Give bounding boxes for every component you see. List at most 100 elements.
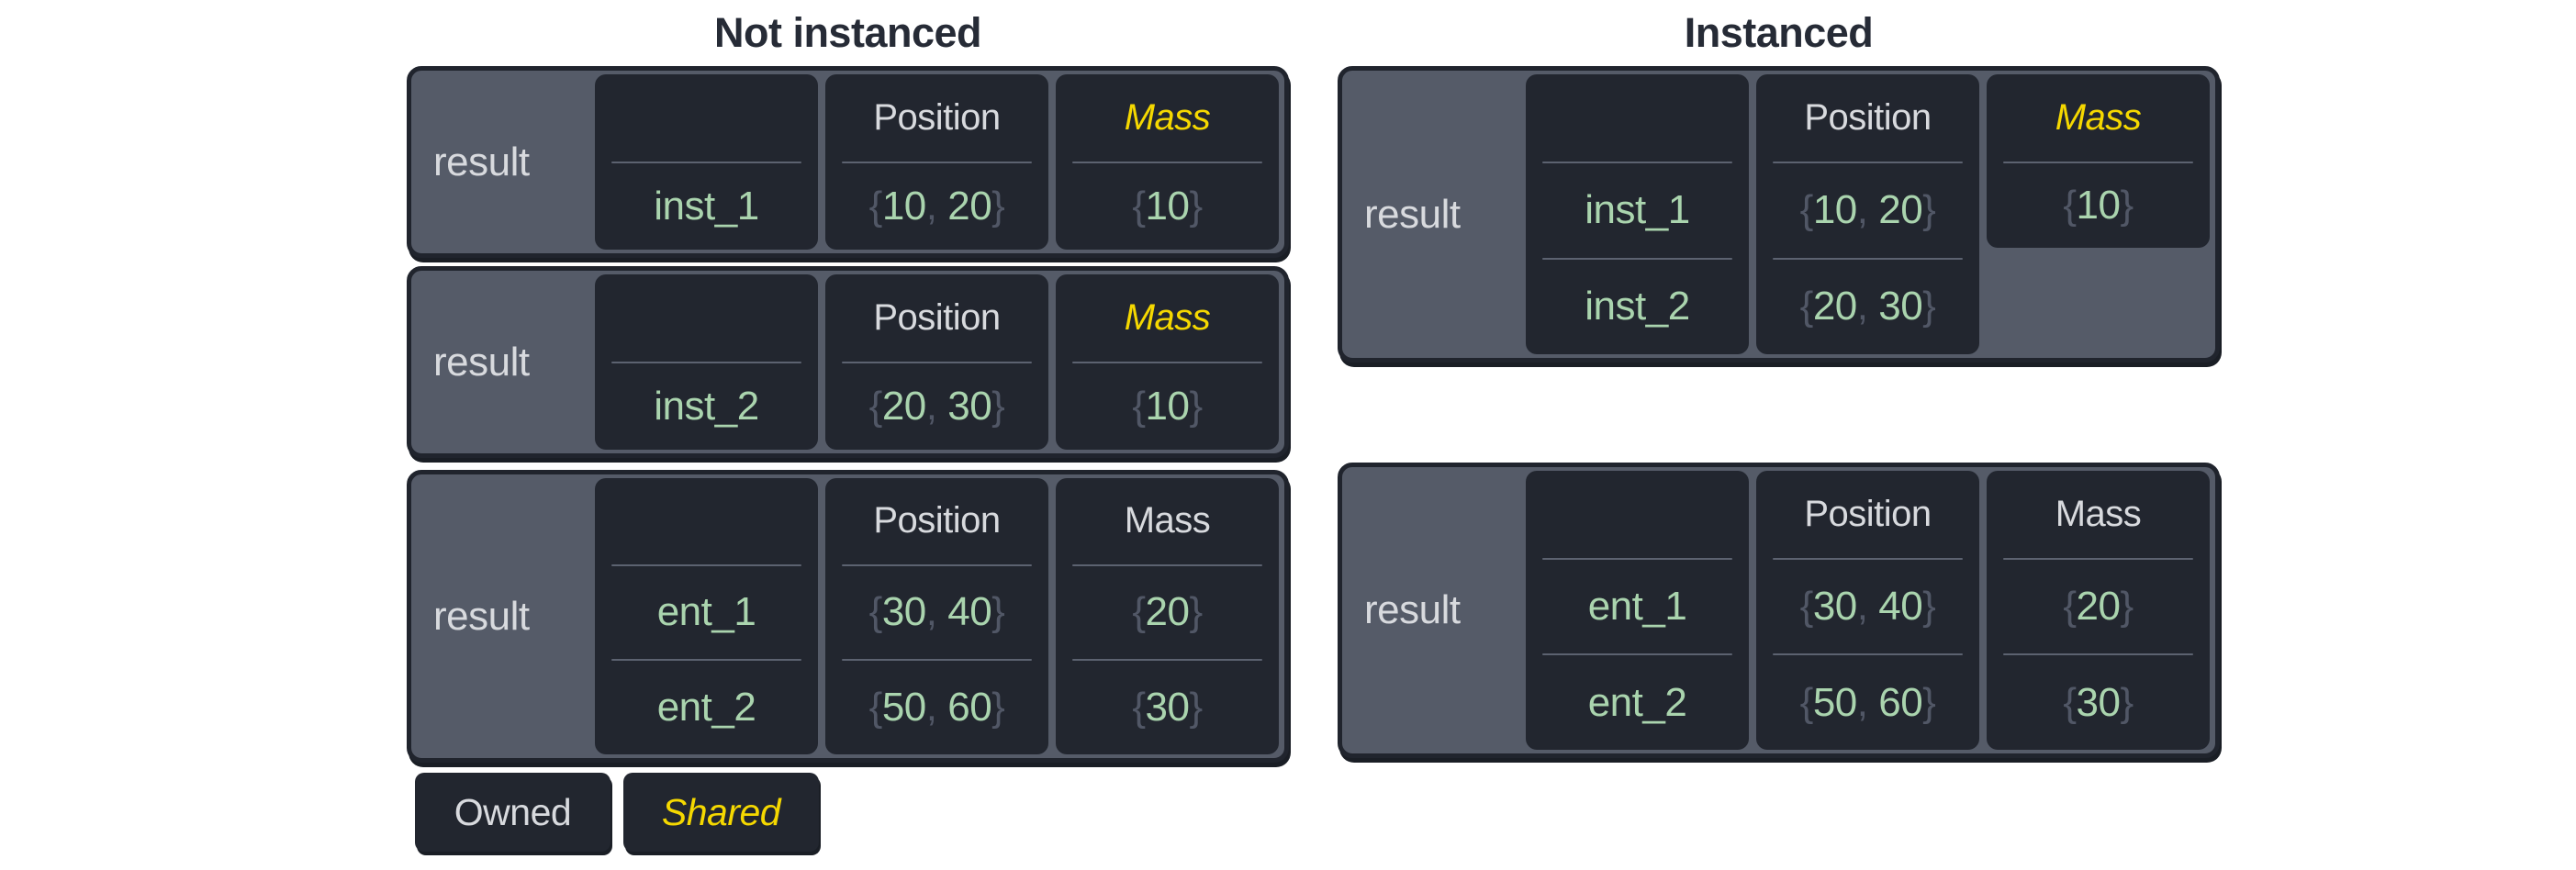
component-column-mass: Mass {20} {30} [1987,471,2210,750]
value-number: 20 [2076,583,2121,629]
value-close-brace: } [1922,679,1936,725]
component-header: Mass [2055,493,2142,534]
component-value: {10} [2003,163,2193,248]
component-column-position: Position {10, 20} {20, 30} [1756,74,1979,354]
result-label: result [1364,191,1461,237]
value-close-brace: } [991,685,1005,731]
value-open-brace: { [1132,383,1146,429]
component-header-shared: Mass [1124,296,1211,338]
value-open-brace: { [2063,679,2077,725]
value-number: 30 [881,589,926,635]
component-value: {20} [2003,560,2193,654]
column-instanced: Instanced result inst_1 inst_2 Position … [1338,7,2220,852]
entity-column: inst_1 [595,74,818,250]
value-close-brace: } [1189,383,1203,429]
entity-name: ent_2 [1587,679,1687,725]
cell-divider [2003,557,2193,560]
value-number: 60 [947,685,992,731]
component-value: {10} [1072,163,1262,251]
value-number: 10 [2076,183,2121,228]
result-label: result [433,339,530,385]
value-open-brace: { [1799,187,1814,233]
value-separator: , [1856,284,1879,329]
value-open-brace: { [1132,685,1146,731]
component-column-mass: Mass {10} [1056,274,1279,450]
value-number: 40 [947,589,992,635]
value-separator: , [1856,187,1879,233]
component-value: {30} [2003,655,2193,750]
cell-divider [611,161,801,163]
value-separator: , [925,685,948,731]
entity-name: ent_2 [656,685,756,731]
value-open-brace: { [1132,183,1146,229]
value-number: 30 [1878,284,1923,329]
result-label: result [433,139,530,184]
cell-divider [1542,557,1732,560]
cell-divider [842,161,1032,163]
component-column-position: Position {20, 30} [825,274,1048,450]
table-cells: ent_1 ent_2 Position {30, 40} {50, 60} M… [595,478,1279,754]
component-value: {10, 20} [842,163,1032,251]
legend: Owned Shared [415,773,1289,852]
value-number: 50 [1812,679,1857,725]
component-value: {30, 40} [1773,560,1963,654]
table-cells: inst_1 Position {10, 20} Mass {10} [595,74,1279,250]
cell-divider [2003,162,2193,163]
value-open-brace: { [1799,679,1814,725]
entity-name: ent_1 [656,589,756,635]
value-open-brace: { [1799,583,1814,629]
cell-divider [842,659,1032,662]
cell-divider [1542,653,1732,656]
cell-divider [611,563,801,566]
component-value: {30} [1072,661,1262,754]
value-open-brace: { [1132,589,1146,635]
table-not-instanced-entities: result ent_1 ent_2 Position {30, 40} {50… [407,470,1289,763]
cell-divider [1773,557,1963,560]
component-header: Position [873,500,1001,541]
value-open-brace: { [2063,583,2077,629]
table-cells: ent_1 ent_2 Position {30, 40} {50, 60} M… [1526,471,2210,750]
value-close-brace: } [991,589,1005,635]
value-number: 30 [2076,679,2121,725]
column-not-instanced: Not instanced result inst_1 Position {10… [407,7,1289,852]
entity-column-header [611,274,801,362]
table-not-instanced-inst-2: result inst_2 Position {20, 30} Mass {10… [407,266,1289,458]
entity-name: inst_2 [654,383,759,429]
component-column-mass: Mass {20} {30} [1056,478,1279,754]
cell-divider [1542,257,1732,260]
component-header: Position [1804,493,1932,534]
value-close-brace: } [2120,183,2134,228]
value-separator: , [1856,583,1879,629]
value-open-brace: { [868,685,883,731]
value-open-brace: { [868,383,883,429]
value-close-brace: } [2120,679,2134,725]
value-number: 10 [1812,187,1857,233]
table-cells: inst_2 Position {20, 30} Mass {10} [595,274,1279,450]
component-header-shared: Mass [2055,97,2142,138]
component-column-mass-shared: Mass {10} [1987,74,2210,248]
component-header: Mass [1124,500,1211,541]
entity-column: ent_1 ent_2 [1526,471,1749,750]
component-column-mass: Mass {10} [1056,74,1279,250]
entity-column: ent_1 ent_2 [595,478,818,754]
value-number: 20 [1145,589,1190,635]
cell-divider [1072,659,1262,662]
result-label: result [1364,587,1461,632]
entity-name: inst_2 [1585,284,1690,329]
entity-column: inst_1 inst_2 [1526,74,1749,354]
entity-column-header [611,74,801,162]
value-close-brace: } [1189,589,1203,635]
cell-divider [842,563,1032,566]
table-instanced-entities: result ent_1 ent_2 Position {30, 40} {50… [1338,463,2220,758]
cell-divider [842,361,1032,363]
value-separator: , [925,183,948,229]
value-close-brace: } [991,183,1005,229]
value-number: 40 [1878,583,1923,629]
value-number: 10 [1145,383,1190,429]
component-value: {50, 60} [842,661,1032,754]
value-close-brace: } [991,383,1005,429]
table-instanced-instances: result inst_1 inst_2 Position {10, 20} {… [1338,66,2220,362]
value-open-brace: { [1799,284,1814,329]
value-number: 20 [947,183,992,229]
cell-divider [1773,653,1963,656]
